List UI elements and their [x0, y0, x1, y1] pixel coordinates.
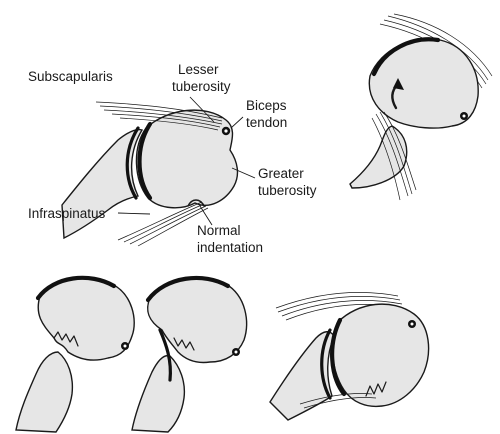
label-biceps-tendon-line2: tendon	[246, 115, 287, 130]
panel-rotated-head	[349, 13, 493, 201]
humeral-head-4	[146, 276, 248, 364]
scapula-glenoid	[61, 128, 144, 240]
inferior-fibres	[371, 111, 417, 201]
label-greater-tuberosity-line1: Greater	[258, 166, 304, 181]
label-greater-tuberosity-line2: tuberosity	[258, 183, 317, 198]
label-lesser-tuberosity-line1: Lesser	[178, 62, 219, 77]
scapula-glenoid-2	[349, 125, 408, 189]
humeral-head-5	[331, 303, 430, 408]
inferior-fibres-2	[299, 393, 377, 409]
scapula-glenoid-4	[131, 354, 186, 433]
panel-normal-shoulder: Subscapularis Lesser tuberosity Biceps t…	[28, 62, 317, 255]
label-biceps-tendon-line1: Biceps	[246, 98, 287, 113]
label-lesser-tuberosity-line2: tuberosity	[172, 79, 231, 94]
label-normal-indentation-line2: indentation	[197, 240, 263, 255]
rotation-arrow-head	[393, 78, 404, 90]
humeral-head-3	[37, 276, 135, 361]
label-subscapularis: Subscapularis	[28, 69, 113, 84]
subscapularis-fibres	[95, 101, 223, 131]
scapula-glenoid-3	[15, 351, 74, 433]
infraspinatus-fibres	[117, 201, 209, 247]
label-infraspinatus: Infraspinatus	[28, 206, 106, 221]
panel-engaged-lesion	[269, 292, 430, 421]
panel-lesion-small	[15, 275, 135, 433]
label-normal-indentation-line1: Normal	[197, 223, 241, 238]
panel-lesion-large	[131, 275, 248, 433]
